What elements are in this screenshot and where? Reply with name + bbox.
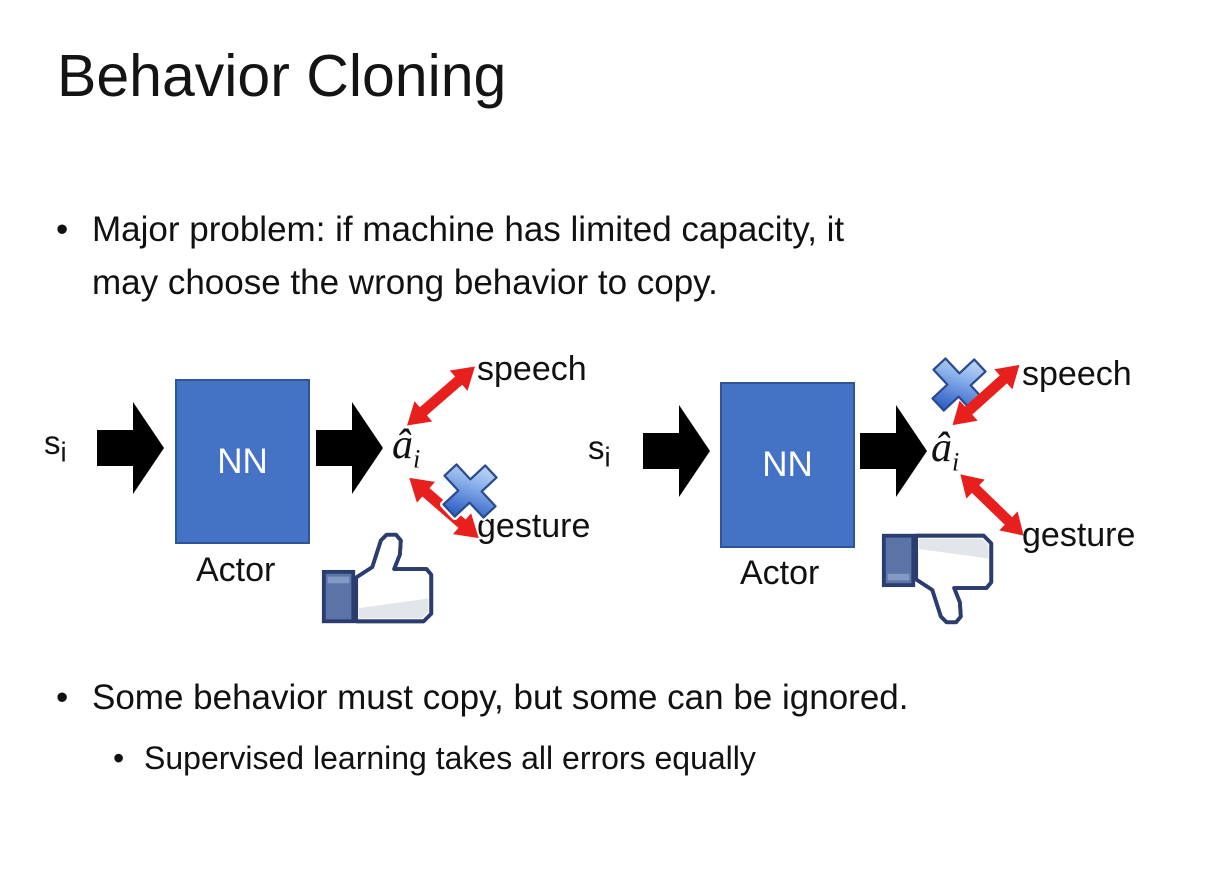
state-label-right: si	[588, 429, 611, 473]
gesture-label-right: gesture	[1022, 516, 1136, 554]
flow-arrow-icon	[316, 402, 383, 494]
blue-x-icon	[437, 458, 503, 524]
gesture-label-left: gesture	[477, 507, 591, 545]
speech-arrow-icon	[398, 356, 484, 436]
flow-arrow-icon	[97, 402, 164, 494]
actor-caption-right: Actor	[740, 554, 820, 592]
state-label-left: si	[44, 424, 67, 468]
actor-caption-left: Actor	[196, 551, 276, 589]
bullet-text: Major problem: if machine has limited ca…	[92, 210, 845, 302]
action-label-right: âi	[931, 425, 960, 477]
speech-label-left: speech	[477, 350, 587, 388]
nn-box-left: NN	[175, 379, 310, 544]
bullet-some-behavior: • Some behavior must copy, but some can …	[56, 678, 909, 717]
bullet-supervised-learning: • Supervised learning takes all errors e…	[113, 740, 756, 776]
thumbs-up-icon	[321, 532, 434, 624]
action-label-left: âi	[392, 422, 421, 474]
flow-arrow-icon	[643, 405, 710, 497]
speech-label-right: speech	[1022, 355, 1132, 393]
bullet-major-problem: • Major problem: if machine has limited …	[56, 203, 844, 309]
flow-arrow-icon	[860, 405, 927, 497]
thumbs-down-icon	[881, 533, 994, 625]
page-title: Behavior Cloning	[57, 43, 507, 109]
nn-box-right: NN	[720, 382, 855, 548]
bullet-glyph: •	[113, 740, 125, 776]
bullet-glyph: •	[56, 210, 69, 249]
bullet-glyph: •	[56, 678, 69, 717]
